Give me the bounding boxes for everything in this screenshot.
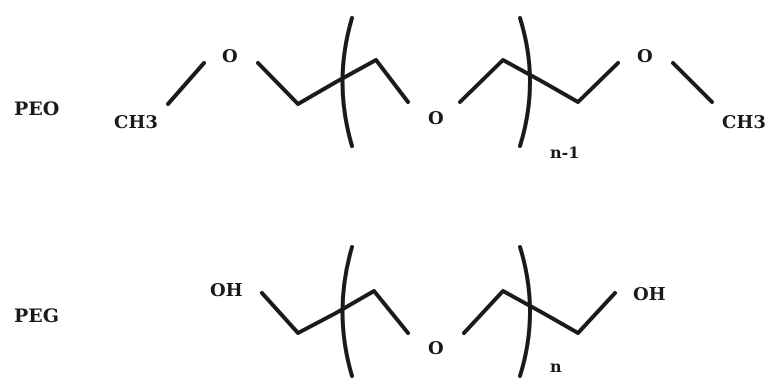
peo-middle-oxygen-label: O (428, 108, 444, 129)
peo-right-oxygen-label: O (637, 46, 653, 67)
peg-chain-bonds-right (462, 289, 617, 335)
peo-right-ch3-label: CH3 (722, 112, 766, 133)
peo-structure: PEO CH3 O O O CH3 n-1 (14, 16, 766, 162)
peo-repeat-subscript: n-1 (550, 143, 579, 162)
peo-bond-o-ch3-right (671, 61, 714, 104)
peg-middle-oxygen-label: O (428, 338, 444, 359)
peg-left-bracket (340, 245, 354, 378)
peo-right-bracket (518, 16, 532, 148)
peg-right-bracket (518, 245, 532, 378)
peg-structure: PEG OH O OH n (14, 245, 666, 378)
peo-left-bracket (340, 16, 354, 148)
peo-chain-bonds-left (256, 58, 410, 106)
peg-right-oh-label: OH (633, 284, 666, 305)
peg-name-label: PEG (14, 305, 59, 327)
peo-left-oxygen-label: O (222, 46, 238, 67)
peo-name-label: PEO (14, 98, 59, 120)
peg-left-oh-label: OH (210, 280, 243, 301)
peo-chain-bonds-right (458, 58, 620, 104)
peo-left-ch3-label: CH3 (114, 112, 158, 133)
peo-bond-ch3-o-left (166, 61, 206, 106)
peg-chain-bonds-left (260, 289, 410, 335)
peg-repeat-subscript: n (550, 357, 562, 376)
